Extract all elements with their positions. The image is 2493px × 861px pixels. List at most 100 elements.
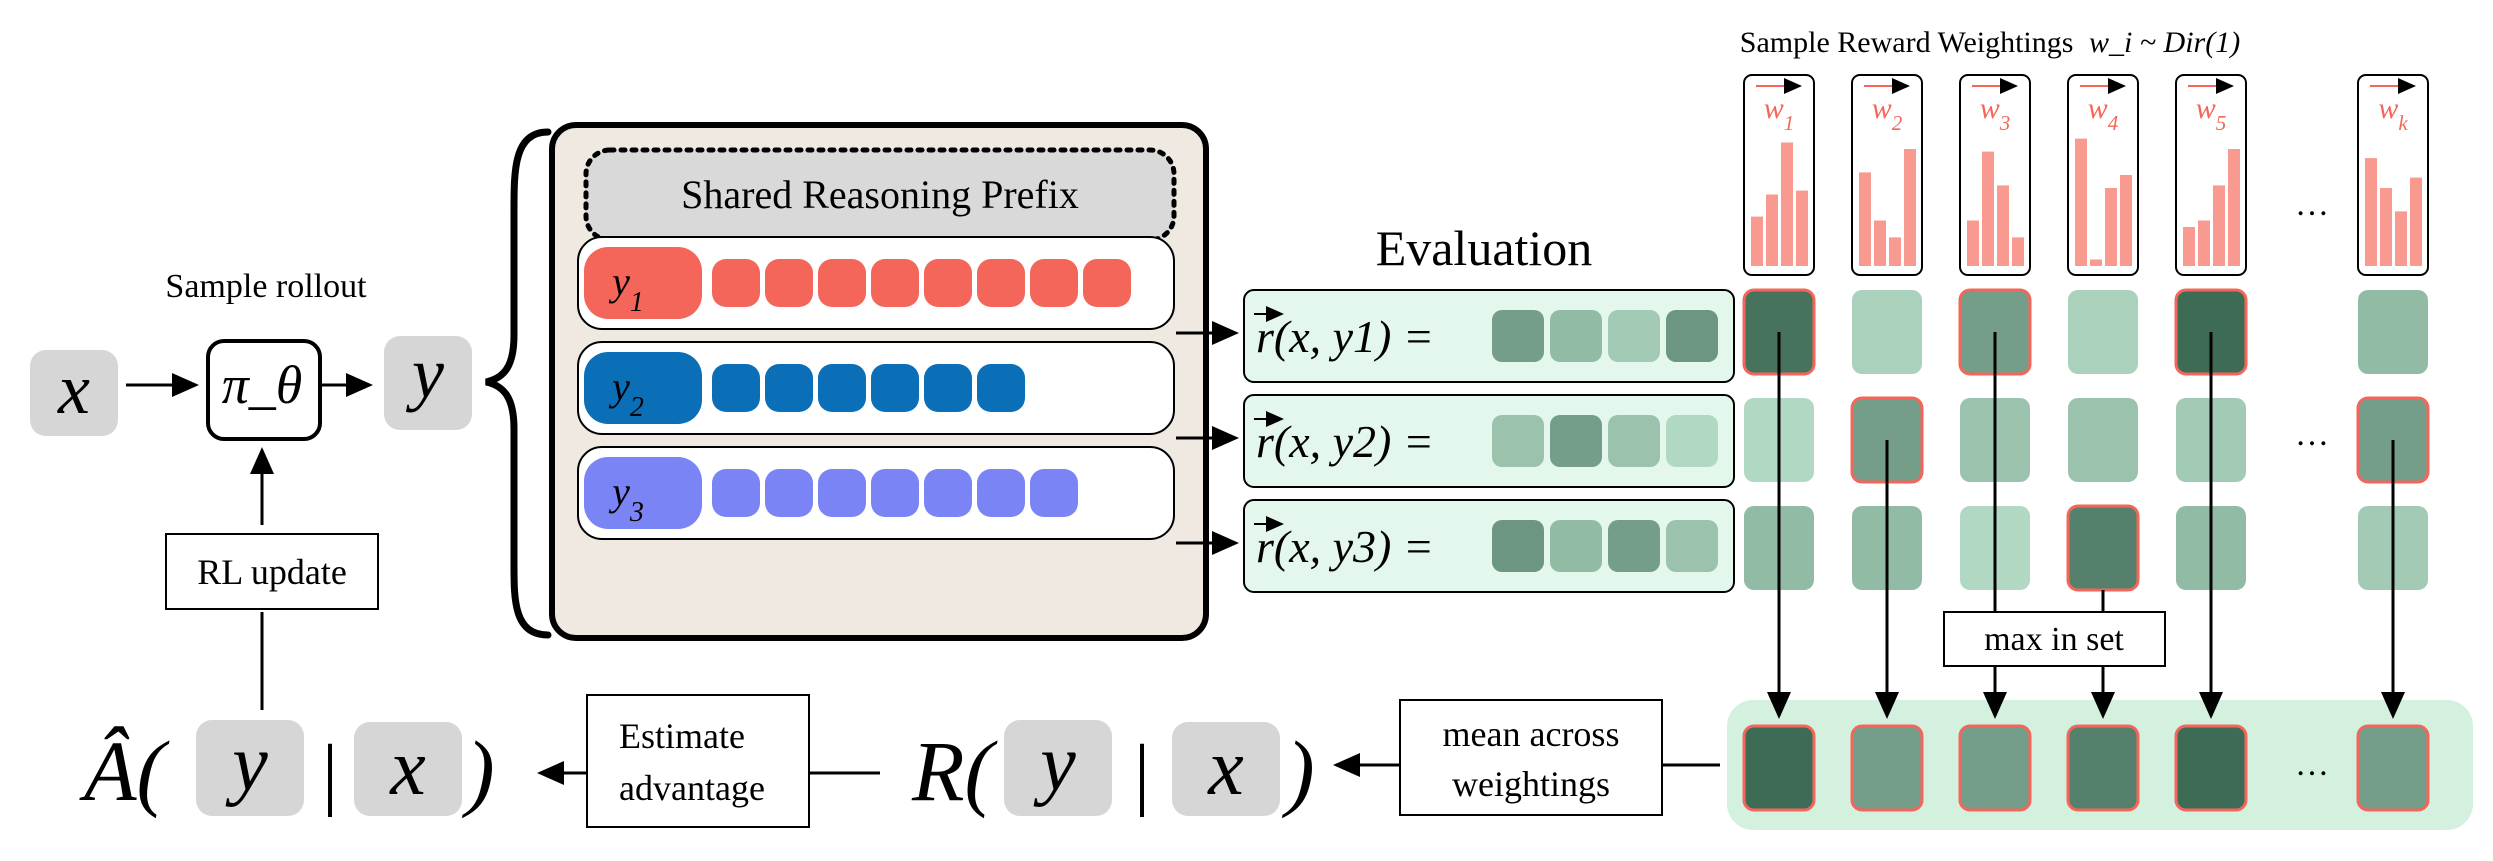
grid-cell — [2358, 290, 2428, 374]
token — [818, 469, 866, 517]
weighting-w1: w1 — [1743, 74, 1815, 276]
max-in-set-box — [1943, 611, 2166, 667]
rollout-row-2: y2 — [577, 341, 1175, 435]
token — [977, 259, 1025, 307]
weighting-label: w3 — [1980, 92, 2011, 135]
evaluation-rows: r(x, y1) = r(x, y2) = r(x, y3) = — [1243, 289, 1735, 593]
weighting-label: w2 — [1872, 92, 1903, 135]
weighting-bar — [2075, 138, 2087, 266]
weightings-title-math: w_i ~ Dir(1) — [2089, 26, 2240, 59]
weighting-bar — [1889, 237, 1901, 266]
eval-arrows — [1176, 321, 1239, 555]
evaluation-score — [1492, 520, 1544, 572]
token — [924, 364, 972, 412]
weighting-bar — [2105, 188, 2117, 266]
weighting-wk: wk — [2357, 74, 2429, 276]
rollout-row-1: y1 — [577, 236, 1175, 330]
evaluation-score — [1608, 520, 1660, 572]
result-cell — [2356, 724, 2430, 812]
weighting-bar — [2365, 158, 2377, 266]
rollout-label-chip — [584, 457, 702, 529]
token — [712, 364, 760, 412]
token — [977, 364, 1025, 412]
weighting-bar — [2183, 227, 2195, 266]
reward-suffix: ) — [1281, 723, 1315, 819]
token — [924, 259, 972, 307]
max-in-set-label: max in set — [1984, 621, 2124, 658]
down-arrows — [1767, 332, 2405, 719]
token — [977, 469, 1025, 517]
sample-rollout-label: Sample rollout — [165, 268, 367, 305]
estimate-label-2: advantage — [619, 768, 765, 808]
y-label: y — [405, 333, 444, 413]
weighting-w3: w3 — [1959, 74, 2031, 276]
evaluation-score — [1550, 415, 1602, 467]
result-cell — [1742, 724, 1816, 812]
weighting-bar — [1982, 151, 1994, 266]
weighting-bar — [1859, 172, 1871, 266]
evaluation-score — [1666, 520, 1718, 572]
token — [871, 469, 919, 517]
rollout-rows: y1 y2 y3 — [577, 236, 1175, 540]
rollout-label-chip — [584, 352, 702, 424]
weightings-title: Sample Reward Weightings w_i ~ Dir(1) — [1740, 26, 2240, 59]
policy-label: π_θ — [222, 355, 303, 415]
reward-expression: R( y | x ) — [911, 720, 1315, 819]
x-chip — [30, 350, 118, 436]
weighting-bar — [2198, 220, 2210, 266]
rollout-label-chip — [584, 247, 702, 319]
token — [765, 469, 813, 517]
reward-y-chip — [1004, 720, 1112, 816]
reward-bar: | — [1134, 730, 1150, 818]
grid-cell — [2066, 504, 2140, 592]
advantage-prefix: Â( — [79, 723, 171, 819]
x-label: x — [57, 349, 90, 429]
rl-update-box — [165, 533, 379, 610]
estimate-label-1: Estimate — [619, 716, 745, 756]
token — [1030, 469, 1078, 517]
weighting-label: w1 — [1764, 92, 1795, 135]
y-chip — [384, 336, 472, 430]
result-cell — [1850, 724, 1924, 812]
grid-cell — [1852, 290, 1922, 374]
weighting-bar — [1796, 190, 1808, 266]
weighting-bar — [2090, 259, 2102, 266]
token — [924, 469, 972, 517]
token — [765, 259, 813, 307]
token — [818, 259, 866, 307]
weighting-bar — [1997, 185, 2009, 266]
grid-cell — [2068, 398, 2138, 482]
evaluation-label: r(x, y3) = — [1256, 521, 1434, 572]
advantage-expression: Â( y | x ) — [79, 720, 495, 819]
policy-section: x π_θ y Sample rollout RL update — [30, 268, 472, 710]
evaluation-score — [1492, 310, 1544, 362]
rollout-label: y3 — [608, 469, 644, 528]
weighting-bar — [1751, 216, 1763, 266]
evaluation-score — [1666, 415, 1718, 467]
weighting-bar — [1967, 220, 1979, 266]
weighting-label: wk — [2378, 92, 2408, 135]
result-row — [1742, 724, 2430, 812]
result-cell — [2066, 724, 2140, 812]
mean-across-box — [1399, 699, 1663, 816]
evaluation-score — [1492, 415, 1544, 467]
result-cell — [1958, 724, 2032, 812]
estimate-advantage-box — [586, 694, 810, 828]
reward-x-chip — [1172, 722, 1280, 816]
evaluation-row-2: r(x, y2) = — [1243, 394, 1735, 488]
weighting-bar — [2213, 185, 2225, 266]
token — [1083, 259, 1131, 307]
advantage-y: y — [225, 720, 268, 808]
weighting-bar — [1766, 194, 1778, 266]
mean-across-label-2: weightings — [1452, 764, 1610, 804]
advantage-x-chip — [354, 722, 462, 816]
advantage-y-chip — [196, 720, 304, 816]
weighting-bar — [1874, 220, 1886, 266]
weighting-bar — [2410, 177, 2422, 266]
evaluation-label: r(x, y1) = — [1256, 311, 1434, 362]
weighting-bar — [2120, 175, 2132, 266]
token — [871, 259, 919, 307]
mean-across-label-1: mean across — [1443, 714, 1620, 754]
weighting-bar — [2395, 211, 2407, 266]
